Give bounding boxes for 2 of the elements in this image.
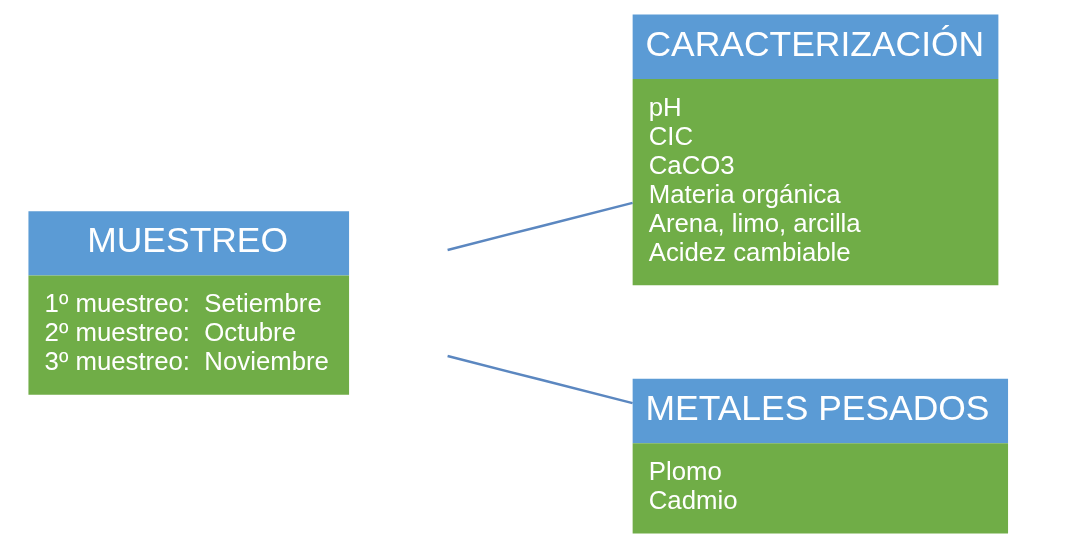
connector xyxy=(447,201,633,252)
connector xyxy=(447,354,633,405)
